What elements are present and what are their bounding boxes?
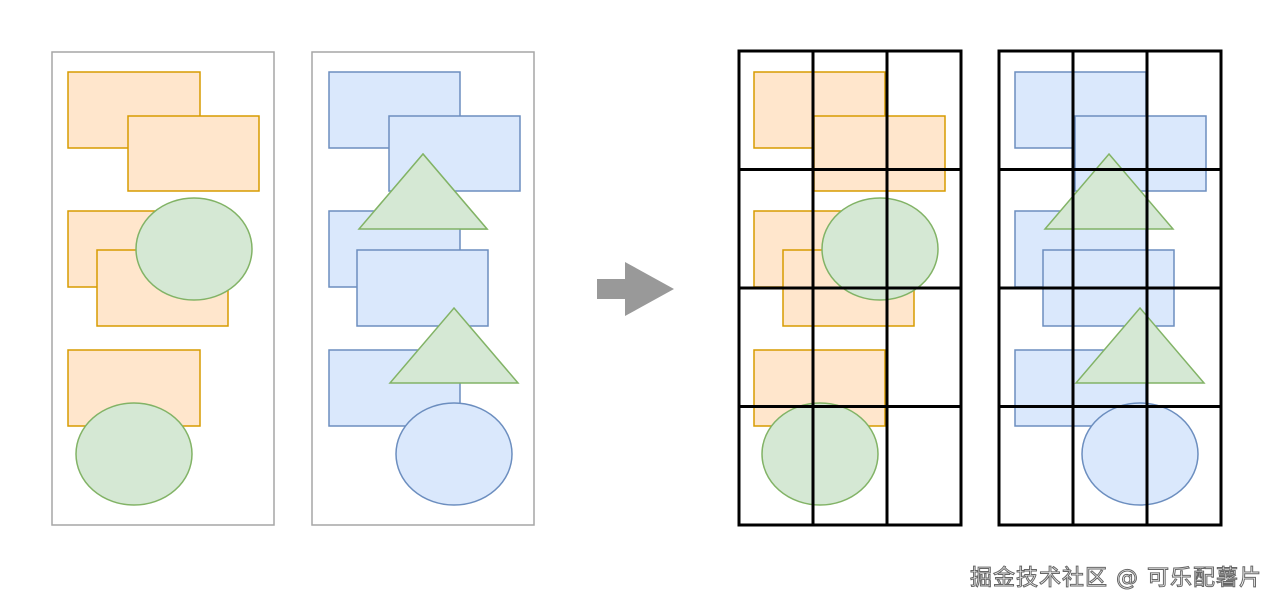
blue-ellipse: [395, 402, 513, 506]
left-panel-blue: [311, 51, 535, 526]
green-ellipse: [821, 197, 939, 301]
orange-rect: [127, 115, 260, 192]
green-triangle: [1074, 306, 1206, 384]
left-panel-orange: [51, 51, 275, 526]
green-triangle: [357, 152, 489, 230]
grid-overlay: [737, 49, 963, 527]
green-ellipse: [135, 197, 253, 301]
watermark-text: 掘金技术社区 @ 可乐配薯片: [970, 566, 1262, 592]
right-arrow-icon: [597, 262, 674, 316]
blue-ellipse: [1081, 402, 1199, 506]
right-panel-blue: [997, 49, 1223, 527]
green-triangle: [388, 306, 520, 384]
orange-rect: [813, 115, 946, 192]
right-panel-orange: [737, 49, 963, 527]
green-triangle: [1043, 152, 1175, 230]
green-ellipse: [761, 402, 879, 506]
blue-rect: [356, 249, 489, 327]
grid-overlay: [997, 49, 1223, 527]
green-ellipse: [75, 402, 193, 506]
